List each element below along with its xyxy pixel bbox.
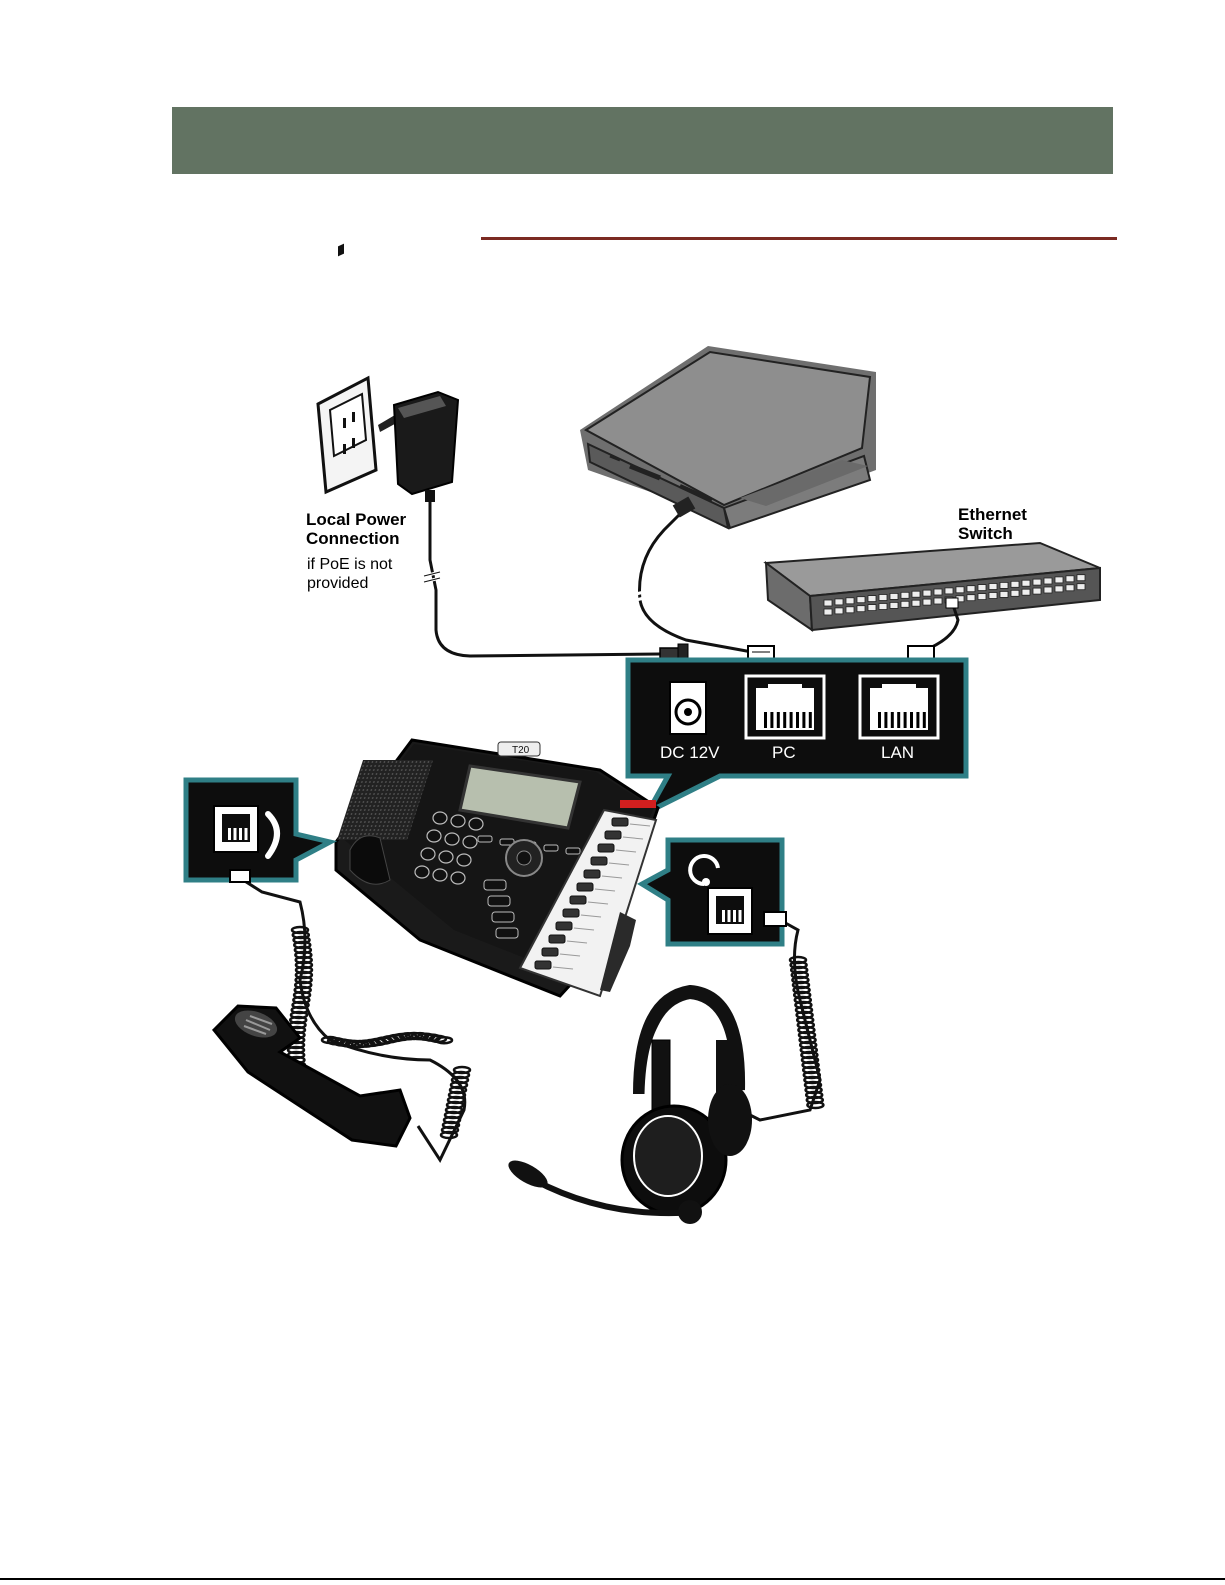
power-adapter-icon: [378, 392, 458, 502]
handset-port-callout: [186, 780, 330, 880]
lan-port-icon: [860, 676, 938, 738]
port-label-dc: DC 12V: [660, 743, 720, 762]
switch-label-line2: Switch: [958, 524, 1013, 543]
handset-icon: [214, 1005, 410, 1146]
switch-label-line1: Ethernet: [958, 505, 1027, 524]
pc-port-icon: [746, 676, 824, 738]
power-title-line2: Connection: [306, 529, 400, 548]
desk-phone-icon: T20: [336, 740, 658, 996]
page-bottom-rule: [0, 1578, 1225, 1580]
headset-icon: [504, 992, 752, 1224]
headset-port-callout: [642, 840, 782, 944]
power-note-line1: if PoE is not: [307, 556, 393, 573]
power-outlet-icon: [318, 244, 376, 492]
power-title-line1: Local Power: [306, 510, 407, 529]
port-callout: [628, 660, 966, 812]
power-note-line2: provided: [307, 575, 368, 592]
svg-text:T20: T20: [512, 745, 530, 756]
dc-jack-icon: [670, 682, 706, 734]
port-label-lan: LAN: [881, 743, 914, 762]
port-label-pc: PC: [772, 743, 796, 762]
laptop-icon: [580, 346, 876, 528]
ethernet-switch-icon: [766, 543, 1100, 630]
